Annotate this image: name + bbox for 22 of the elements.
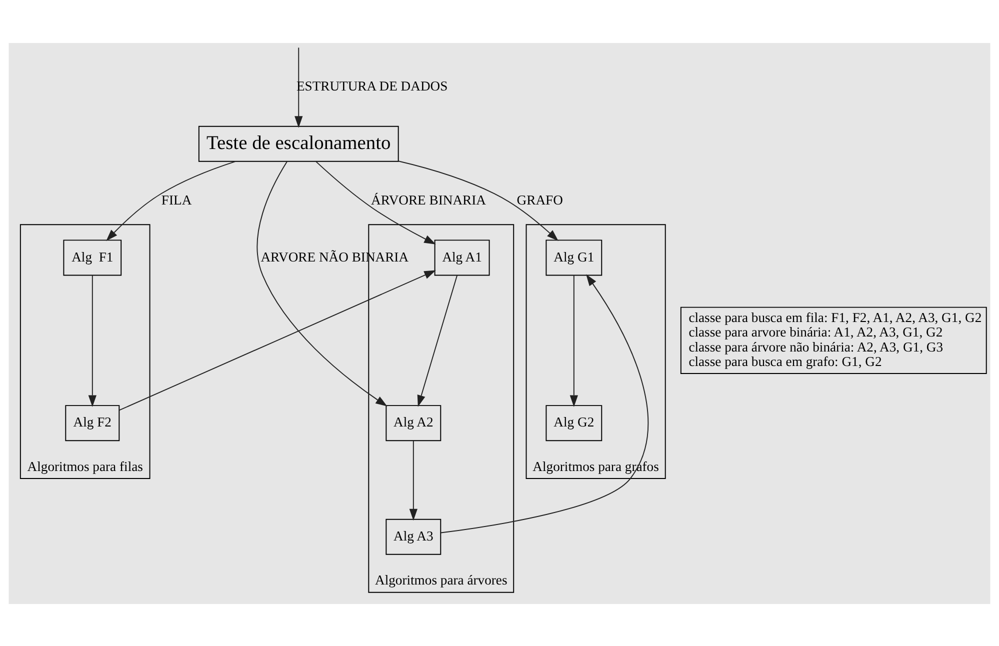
- node-box: Alg F2: [65, 404, 120, 441]
- edge-label: ÁRVORE BINARIA: [371, 192, 486, 207]
- arrow: [316, 160, 436, 244]
- node-box: Alg F1: [63, 239, 122, 276]
- arrow: [118, 270, 436, 410]
- node-box: Alg G1: [546, 239, 602, 276]
- node-box: Alg G2: [546, 404, 602, 441]
- node-box: Alg A3: [386, 518, 442, 554]
- arrow: [417, 274, 458, 406]
- arrow: [570, 274, 578, 406]
- arrow: [256, 160, 388, 406]
- node-box: Alg A2: [386, 404, 442, 441]
- edge-label: GRAFO: [516, 192, 563, 207]
- node-box: Alg A1: [434, 239, 490, 276]
- arrow: [106, 160, 236, 240]
- node-box: classe para busca em fila: F1, F2, A1, A2, A3, G1, G2 classe para arvore binária: A1, A2, A3, G1, G2 classe para árvore não binária: A2, A3, G1, G3 classe para busca em grafo: G1, G2: [680, 306, 987, 374]
- arrow: [88, 274, 96, 406]
- edge-label: FILA: [161, 192, 192, 207]
- node-box: Teste de escalonamento: [198, 125, 399, 162]
- arrow: [440, 274, 648, 533]
- arrow: [409, 440, 418, 520]
- arrow: [398, 160, 558, 241]
